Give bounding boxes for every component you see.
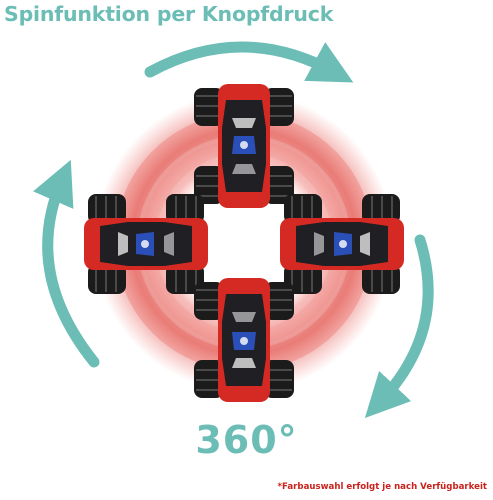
rotate-arrow-icon	[33, 159, 100, 368]
spin-glow	[94, 92, 394, 392]
availability-footnote: *Farbauswahl erfolgt je nach Verfügbarke…	[277, 482, 487, 492]
rotation-degrees-label: 360°	[195, 418, 298, 462]
rotate-arrow-icon	[144, 41, 354, 83]
rotate-arrow-icon	[364, 234, 434, 419]
headline: Spinfunktion per Knopfdruck	[4, 2, 334, 26]
